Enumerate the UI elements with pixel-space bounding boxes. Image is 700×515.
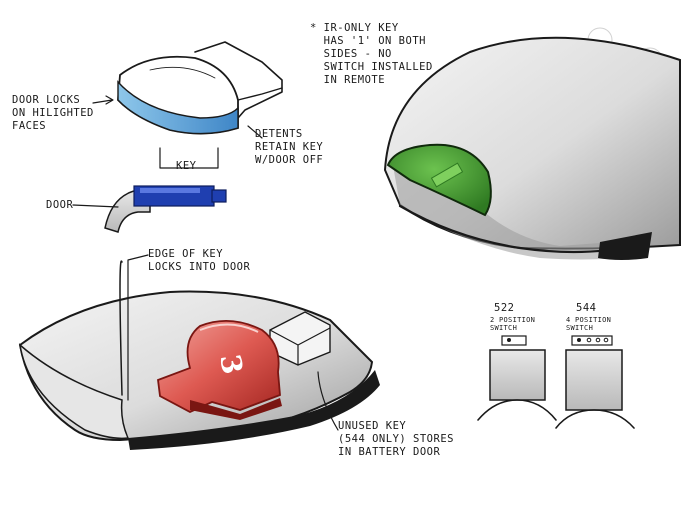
switch-544-caption: 4 POSITION SWITCH xyxy=(566,316,612,332)
door-locks-label: DOOR LOCKS ON HILIGHTED FACES xyxy=(12,94,94,132)
key-dimension-bracket xyxy=(159,147,219,169)
switch-544-model: 544 xyxy=(576,302,597,314)
remote-ir-window-sketch xyxy=(383,27,681,260)
door-section-sketch xyxy=(104,185,227,233)
unused-key-label: UNUSED KEY (544 ONLY) STORES IN BATTERY … xyxy=(338,420,454,458)
key-isometric-sketch xyxy=(117,41,283,135)
switch-522-caption: 2 POSITION SWITCH xyxy=(490,316,536,332)
door-label: DOOR xyxy=(46,199,74,211)
edge-of-key-label: EDGE OF KEY LOCKS INTO DOOR xyxy=(148,248,251,273)
door-locks-leader xyxy=(92,99,113,104)
detents-label: DETENTS RETAIN KEY W/DOOR OFF xyxy=(255,128,324,166)
switch-522-model: 522 xyxy=(494,302,515,314)
key-label: KEY xyxy=(176,160,197,172)
switch-522-sketch xyxy=(477,335,557,421)
switch-544-sketch xyxy=(555,335,635,429)
unused-key-leader xyxy=(317,371,339,431)
battery-door-sketch xyxy=(18,260,380,450)
ir-only-note: * IR-ONLY KEY HAS '1' ON BOTH SIDES - NO… xyxy=(310,22,433,86)
door-leader xyxy=(72,204,119,208)
detents-leader xyxy=(247,125,263,139)
edge-of-key-leader xyxy=(127,254,149,401)
